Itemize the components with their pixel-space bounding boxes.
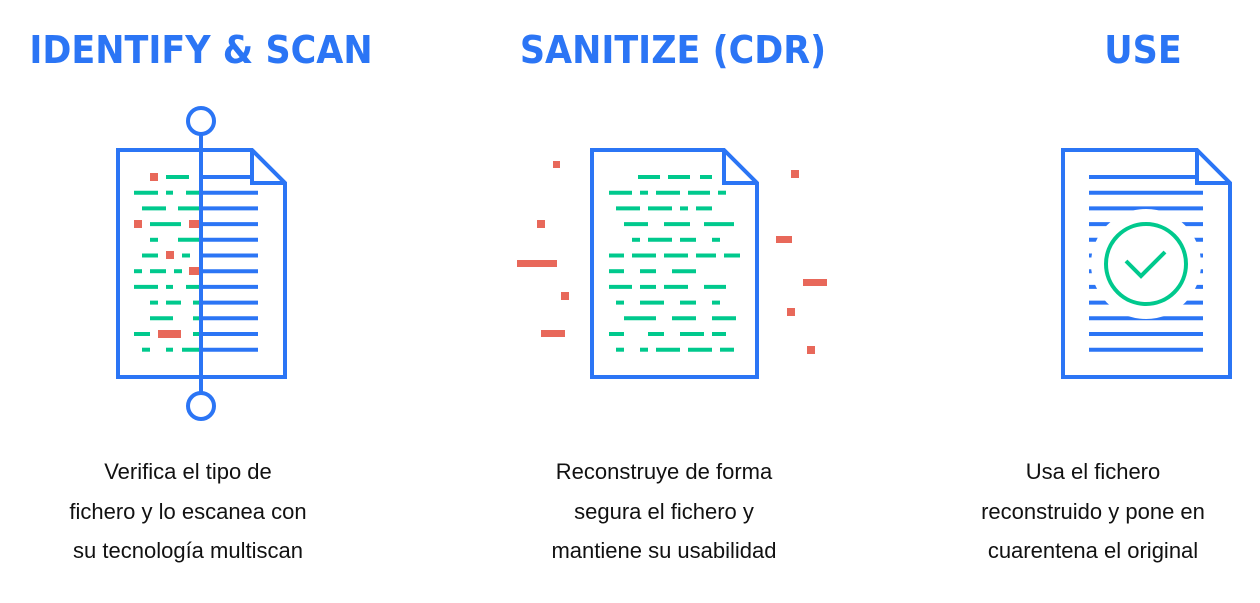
- threat-mark: [150, 173, 158, 181]
- caption-line: Reconstruye de forma: [555, 459, 773, 484]
- threat-mark: [776, 236, 792, 243]
- page-fold: [250, 150, 285, 185]
- threat-mark: [158, 330, 181, 338]
- verified-document-icon: [1061, 148, 1232, 379]
- caption-line: su tecnología multiscan: [73, 538, 303, 563]
- threat-mark: [787, 308, 795, 316]
- scan-handle-bottom: [186, 391, 216, 421]
- caption-line: fichero y lo escanea con: [69, 498, 307, 524]
- caption-line: mantiene su usabilidad: [551, 538, 777, 563]
- page-fold: [1195, 150, 1230, 185]
- step-2-caption: Reconstruye de forma segura el fichero y…: [484, 452, 844, 571]
- caption-line: segura el fichero y: [574, 498, 754, 524]
- threat-mark: [517, 260, 557, 267]
- step-3-title: USE: [1104, 28, 1182, 72]
- step-3-caption: Usa el fichero reconstruido y pone en cu…: [913, 452, 1260, 571]
- step-1-caption: Verifica el tipo de fichero y lo escanea…: [8, 452, 368, 571]
- step-1-title: IDENTIFY & SCAN: [29, 28, 373, 72]
- check-circle-icon: [1104, 222, 1188, 306]
- caption-line: Usa el fichero: [1025, 459, 1161, 484]
- threat-mark: [166, 251, 174, 259]
- threat-mark: [537, 220, 545, 228]
- threat-mark: [561, 292, 569, 300]
- sanitize-document-icon: [517, 148, 827, 379]
- scan-document-icon: [116, 106, 287, 421]
- threat-mark: [189, 267, 200, 275]
- caption-line: reconstruido y pone en: [981, 498, 1205, 524]
- threat-mark: [134, 220, 142, 228]
- threat-mark: [189, 220, 200, 228]
- threat-mark: [807, 346, 815, 354]
- threat-mark: [803, 279, 827, 286]
- page-fold: [722, 150, 757, 185]
- threat-mark: [541, 330, 565, 337]
- step-2-title: SANITIZE (CDR): [519, 28, 827, 72]
- threat-mark: [791, 170, 799, 178]
- checkmark-icon: [1124, 250, 1167, 279]
- caption-line: cuarentena el original: [987, 538, 1199, 563]
- threat-mark: [553, 161, 560, 168]
- scan-handle-top: [186, 106, 216, 136]
- caption-line: Verifica el tipo de: [104, 459, 272, 484]
